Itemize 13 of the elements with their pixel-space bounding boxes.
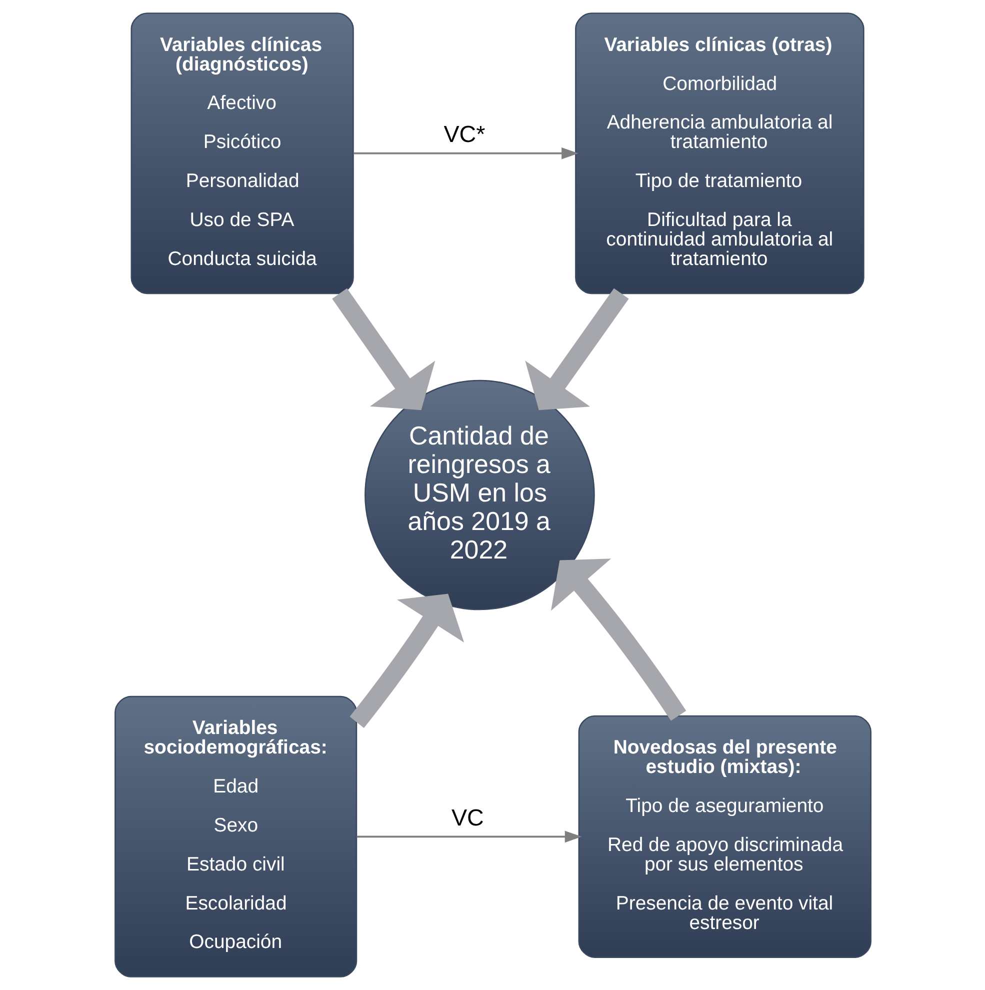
arrow	[356, 830, 582, 843]
node-box: Variables sociodemográficas: Edad Sexo Estado civil Escolaridad Ocupación	[114, 696, 357, 978]
arrow	[524, 288, 628, 410]
edge-label: VC	[450, 804, 484, 831]
node-circle: Cantidad de reingresos a USM en los años 2019 a 2022	[364, 380, 594, 610]
arrow	[349, 594, 464, 728]
edge-label: VC*	[443, 121, 485, 148]
arrow	[332, 288, 435, 410]
node-box: Variables clínicas (diagnósticos) Afectivo Psicótico Personalidad Uso de SPA Conducta suicida	[130, 12, 354, 294]
node-box: Variables clínicas (otras) Comorbilidad Adherencia ambulatoria al tratamiento Tipo de tratamiento Dificultad para la continuidad ambulatoria al tratamiento	[574, 12, 864, 294]
node-box: Novedosas del presente estudio (mixtas): Tipo de aseguramiento Red de apoyo discriminada por sus elementos Presencia de evento vital estresor	[578, 715, 871, 958]
arrow	[550, 558, 686, 721]
arrow	[353, 147, 578, 160]
